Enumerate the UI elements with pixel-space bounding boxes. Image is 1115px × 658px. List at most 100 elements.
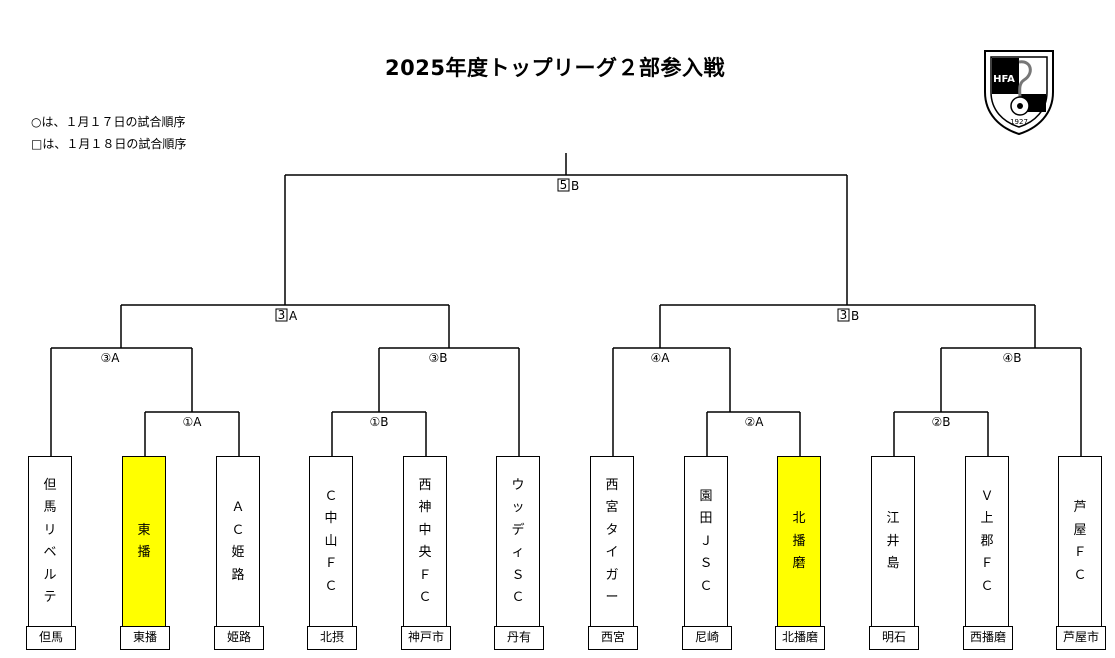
team-region-label: 北播磨 — [775, 626, 825, 650]
team-name-char: Ｓ — [511, 567, 525, 583]
team-name-char: 東 — [137, 522, 151, 538]
team-name-char: ベ — [43, 545, 57, 560]
team-name-char: Ｃ — [418, 590, 432, 605]
team-name-char: Ｆ — [418, 567, 432, 583]
team-name-char: ル — [43, 567, 57, 583]
team-name-char: ッ — [511, 500, 525, 515]
team-name-char: Ｃ — [1073, 567, 1087, 583]
team-name-char: 屋 — [1073, 522, 1087, 538]
team-name-char: Ｃ — [231, 522, 245, 538]
svg-text:A: A — [289, 309, 298, 323]
team-name-char: ガ — [605, 567, 619, 583]
team-region-label: 尼崎 — [682, 626, 732, 650]
team-name-char: 但 — [43, 477, 57, 493]
team-name-char: ィ — [511, 545, 525, 560]
team-region-label: 東播 — [120, 626, 170, 650]
team-box: 東播 — [122, 456, 166, 648]
team-name: 但馬リベルテ — [29, 457, 71, 627]
team-name-char: タ — [605, 522, 619, 538]
team-region-label: 丹有 — [494, 626, 544, 650]
team-name-char: 央 — [418, 545, 432, 560]
hfa-emblem-icon: HFA 1927 — [984, 50, 1054, 136]
svg-text:3: 3 — [278, 308, 286, 322]
team-name-char: 郡 — [980, 533, 994, 549]
team-name-char: Ｆ — [1073, 545, 1087, 560]
team-region-label: 神戸市 — [401, 626, 451, 650]
team-name-char: 田 — [699, 511, 713, 527]
team-name-char: テ — [43, 590, 57, 605]
team-name-char: 島 — [886, 556, 900, 572]
team-name-char: Ｖ — [980, 488, 994, 504]
round1-match-2-label: ①B — [370, 415, 389, 429]
team-name-char: 芦 — [1073, 500, 1087, 515]
quarter-3-match-label: ④A — [651, 351, 671, 365]
quarter-4-match-label: ④B — [1003, 351, 1022, 365]
team-name: 北播磨 — [778, 457, 820, 627]
bracket-lines — [50, 153, 1082, 456]
team-box: 北播磨 — [777, 456, 821, 648]
team-name-char: Ｊ — [699, 533, 713, 549]
legend-day1-note: ○は、１月１７日の試合順序 — [31, 115, 186, 129]
team-name-char: 中 — [324, 511, 338, 527]
team-name-char: 路 — [231, 567, 245, 583]
team-region-label: 芦屋市 — [1056, 626, 1106, 650]
team-name: 西宮タイガー — [591, 457, 633, 627]
team-name-char: 神 — [418, 500, 432, 515]
team-name-char: 中 — [418, 522, 432, 538]
team-name-char: 西 — [418, 477, 432, 493]
team-region-label: 但馬 — [26, 626, 76, 650]
team-box: 西宮タイガー — [590, 456, 634, 648]
team-name-char: 西 — [605, 477, 619, 493]
quarter-2-match-label: ③B — [429, 351, 448, 365]
legend-day2-note: □は、１月１８日の試合順序 — [31, 137, 187, 151]
team-name-char: 山 — [324, 533, 338, 549]
team-name-char: 園 — [699, 488, 713, 504]
svg-text:B: B — [851, 309, 859, 323]
team-name-char: デ — [511, 522, 525, 538]
svg-text:B: B — [571, 179, 579, 193]
round1-match-1-label: ①A — [183, 415, 203, 429]
final-match-label: 5 B — [557, 178, 579, 193]
round1-match-4-label: ②B — [932, 415, 951, 429]
team-box: 江井島 — [871, 456, 915, 648]
semi-right-match-label: 3 B — [837, 308, 859, 323]
team-name-char: Ｃ — [324, 578, 338, 594]
team-name-char: 播 — [137, 545, 151, 560]
team-name: 江井島 — [872, 457, 914, 627]
team-name-char: Ｆ — [324, 556, 338, 572]
team-name-char: 播 — [792, 533, 806, 549]
team-region-label: 姫路 — [214, 626, 264, 650]
team-region-label: 西宮 — [588, 626, 638, 650]
team-name: 東播 — [123, 457, 165, 627]
team-name-char: 上 — [980, 511, 994, 527]
team-name-char: 江 — [886, 511, 900, 527]
team-name-char: 宮 — [605, 500, 619, 515]
team-name-char: 馬 — [43, 500, 57, 515]
svg-text:1927: 1927 — [1010, 118, 1028, 126]
team-name-char: Ｆ — [980, 556, 994, 572]
svg-text:HFA: HFA — [993, 74, 1015, 85]
team-name-char: 磨 — [792, 556, 806, 572]
team-name-char: Ａ — [231, 500, 245, 515]
team-name-char: ウ — [511, 477, 525, 493]
page-title: 2025年度トップリーグ２部参入戦 — [385, 56, 725, 80]
team-name-char: イ — [605, 545, 619, 560]
team-name-char: ー — [605, 590, 619, 605]
team-name-char: 北 — [792, 511, 806, 527]
team-name-char: 姫 — [231, 545, 245, 560]
team-name-char: Ｓ — [699, 556, 713, 572]
team-name-char: Ｃ — [324, 488, 338, 504]
team-region-label: 西播磨 — [963, 626, 1013, 650]
